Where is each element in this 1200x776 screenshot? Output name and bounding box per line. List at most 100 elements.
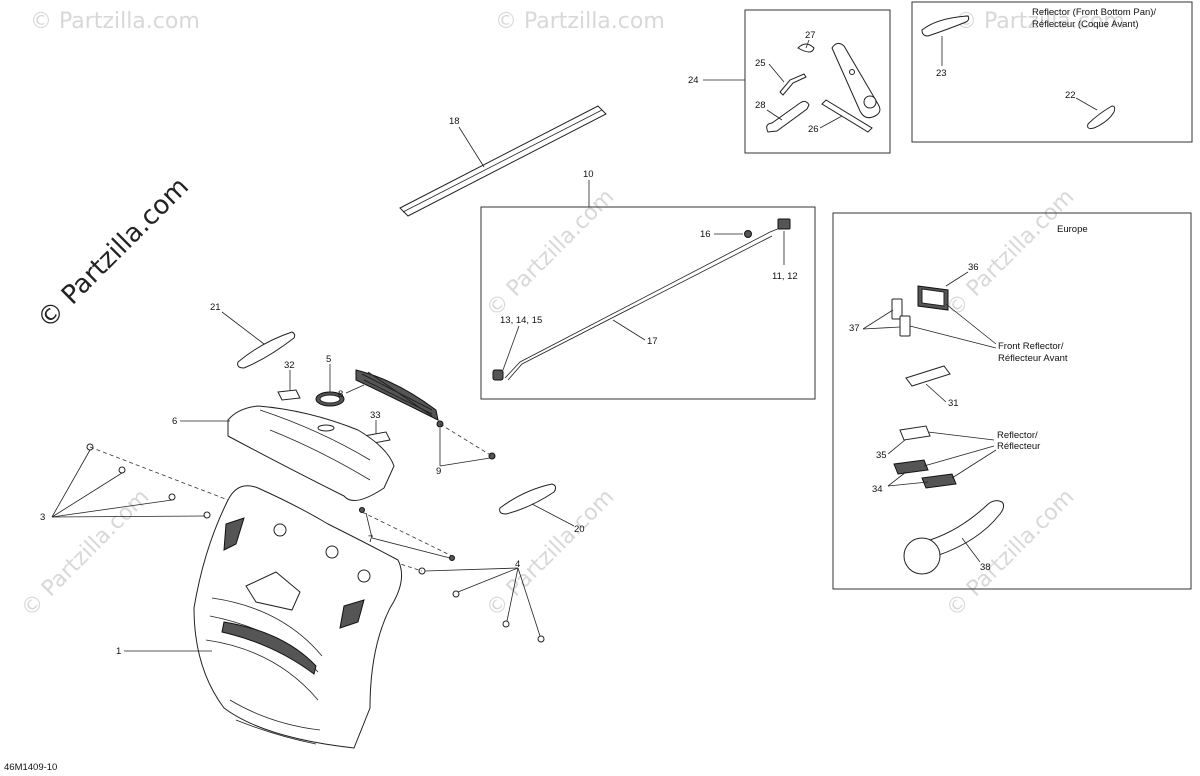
part-7-screw xyxy=(359,507,455,561)
callout-9: 9 xyxy=(436,466,441,477)
part-1-bottom-pan xyxy=(193,485,403,749)
part-28-wrench xyxy=(766,100,810,133)
leader-4b xyxy=(457,567,519,593)
dash-9 xyxy=(439,423,493,457)
callout-21: 21 xyxy=(210,302,221,313)
callout-1: 1 xyxy=(116,646,121,657)
dash-4 xyxy=(387,559,423,572)
leader-22 xyxy=(1075,97,1098,111)
leader-27 xyxy=(805,39,810,49)
note-reflector-en: Reflector/ xyxy=(997,430,1038,441)
callout-25: 25 xyxy=(755,58,766,69)
leader-reflector-b xyxy=(923,445,995,467)
callout-16: 16 xyxy=(700,229,711,240)
callout-17: 17 xyxy=(647,336,658,347)
part-17-cable xyxy=(504,227,781,381)
part-11-12-connector xyxy=(777,218,791,230)
leader-4c xyxy=(506,567,519,622)
watermark: © Partzilla.com xyxy=(942,185,1080,323)
part-32-decal xyxy=(277,389,301,401)
callout-37: 37 xyxy=(849,323,860,334)
part-13-14-15-clamp xyxy=(492,369,504,381)
part-37-bracket xyxy=(891,298,911,337)
leader-34b xyxy=(887,481,929,487)
part-20-reflector xyxy=(499,483,557,515)
callout-35: 35 xyxy=(876,450,887,461)
part-22-reflector xyxy=(1087,105,1116,129)
leader-4d xyxy=(517,567,541,637)
part-35-reflector xyxy=(899,425,931,441)
callout-26: 26 xyxy=(808,124,819,135)
part-4-screws xyxy=(418,567,545,643)
callout-22: 22 xyxy=(1065,90,1076,101)
reflector-bottom-pan-box xyxy=(911,1,1193,143)
leader-37b xyxy=(862,326,901,330)
part-31-reflector xyxy=(905,365,951,387)
note-reflector-fr: Réflecteur xyxy=(997,441,1040,452)
leader-17 xyxy=(612,319,646,341)
leader-34a xyxy=(887,471,907,487)
part-8-grille xyxy=(355,369,439,421)
leader-7b xyxy=(371,537,451,559)
leader-3a xyxy=(51,449,91,518)
callout-8: 8 xyxy=(338,389,343,400)
leader-3c xyxy=(51,499,173,518)
europe-box xyxy=(832,212,1192,590)
callout-28: 28 xyxy=(755,100,766,111)
callout-23: 23 xyxy=(936,68,947,79)
watermark-main: © Partzilla.com xyxy=(32,172,195,335)
leader-28 xyxy=(766,109,783,121)
leader-reflector-a xyxy=(927,431,995,441)
cable-assembly-box xyxy=(480,206,816,400)
callout-5: 5 xyxy=(326,354,331,365)
callout-4: 4 xyxy=(515,559,520,570)
callout-10: 10 xyxy=(583,169,594,180)
leader-3b xyxy=(51,472,123,518)
leader-3d xyxy=(51,515,206,518)
watermark: © Partzilla.com xyxy=(942,485,1080,623)
dash-3 xyxy=(89,446,229,501)
callout-36: 36 xyxy=(968,262,979,273)
part-25-hex-key xyxy=(779,73,807,96)
callout-27: 27 xyxy=(805,30,816,41)
leader-21 xyxy=(221,311,265,345)
leader-26 xyxy=(819,115,843,129)
callout-3: 3 xyxy=(40,512,45,523)
leader-31 xyxy=(925,383,947,403)
callout-20: 20 xyxy=(574,524,585,535)
diagram-code: 46M1409-10 xyxy=(4,762,57,773)
part-wrench-large xyxy=(831,42,881,119)
leader-18 xyxy=(458,126,485,168)
leader-35 xyxy=(887,439,906,455)
leader-8 xyxy=(345,384,365,394)
watermark: © Partzilla.com xyxy=(955,9,1125,34)
part-34-reflector xyxy=(893,459,957,489)
leader-7a xyxy=(365,512,373,539)
dash-7 xyxy=(361,511,453,557)
leader-13-14-15 xyxy=(502,325,520,371)
part-38-horn xyxy=(903,500,1005,575)
callout-7: 7 xyxy=(368,534,373,545)
leader-37a xyxy=(862,309,894,330)
callout-34: 34 xyxy=(872,484,883,495)
part-6-housing xyxy=(227,405,395,501)
part-36-reflector-housing xyxy=(917,285,949,311)
part-26-tool xyxy=(821,99,873,133)
leader-front-reflector-b xyxy=(909,325,997,349)
leader-9b xyxy=(439,457,491,467)
leader-front-reflector-a xyxy=(945,303,997,345)
callout-38: 38 xyxy=(980,562,991,573)
leader-25 xyxy=(768,63,785,83)
callout-24: 24 xyxy=(688,75,699,86)
callout-32: 32 xyxy=(284,360,295,371)
watermark: © Partzilla.com xyxy=(482,185,620,323)
leader-20 xyxy=(531,503,575,527)
watermark: © Partzilla.com xyxy=(482,485,620,623)
tool-kit-box xyxy=(744,9,891,154)
part-21-reflector xyxy=(237,331,296,369)
callout-11-12: 11, 12 xyxy=(772,271,798,282)
note-front-reflector-fr: Réflecteur Avant xyxy=(998,353,1068,364)
leader-4a xyxy=(424,567,519,572)
callout-6: 6 xyxy=(172,416,177,427)
